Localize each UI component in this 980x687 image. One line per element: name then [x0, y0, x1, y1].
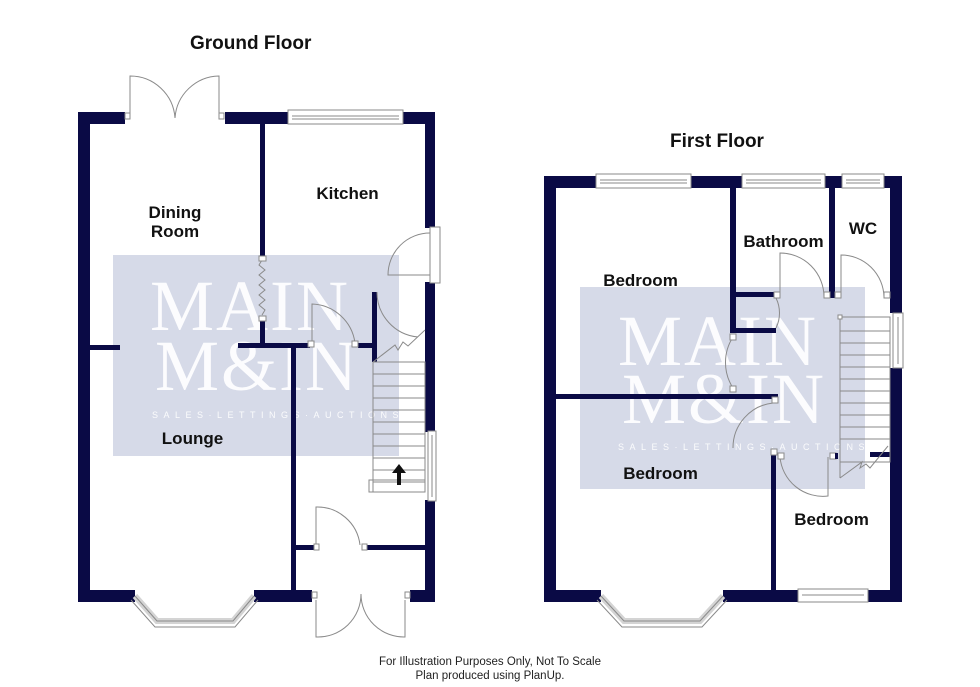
ground-floor-fixtures: [124, 75, 441, 638]
disclaimer: For Illustration Purposes Only, Not To S…: [340, 655, 640, 683]
room-label-kitchen: Kitchen: [316, 184, 379, 203]
floor-title-first: First Floor: [670, 131, 764, 152]
room-label-bathroom: Bathroom: [743, 232, 824, 251]
first-stair-treads: [840, 330, 890, 440]
watermark-first-floor: [580, 287, 865, 489]
room-label-bedroom-3: Bedroom: [794, 510, 869, 529]
room-label-lounge: Lounge: [161, 429, 224, 448]
first-floor-fixtures: [595, 173, 904, 628]
first-floor-walls: [544, 176, 902, 602]
ground-floor-walls: [78, 112, 435, 602]
watermark-logo-line1-ff: MAIN: [618, 301, 818, 381]
disclaimer-line-2: Plan produced using PlanUp.: [415, 670, 565, 682]
watermark-logo-line1: MAIN: [150, 266, 350, 346]
room-label-wc: WC: [848, 219, 878, 238]
ground-stair-treads: [373, 373, 425, 483]
watermark-logo-line2: M&IN: [155, 326, 359, 406]
room-label-dining-room: Dining Room: [148, 203, 202, 241]
disclaimer-line-1: For Illustration Purposes Only, Not To S…: [378, 656, 601, 668]
watermark-ground-floor: [113, 255, 399, 456]
stairs-up-arrow-icon: [392, 464, 406, 485]
floor-title-ground: Ground Floor: [190, 33, 312, 54]
watermark-tagline: SALES·LETTINGS·AUCTIONS: [152, 410, 405, 420]
room-label-bedroom-1: Bedroom: [603, 271, 678, 290]
watermark-tagline-ff: SALES·LETTINGS·AUCTIONS: [618, 442, 871, 452]
room-label-bedroom-2: Bedroom: [623, 464, 698, 483]
